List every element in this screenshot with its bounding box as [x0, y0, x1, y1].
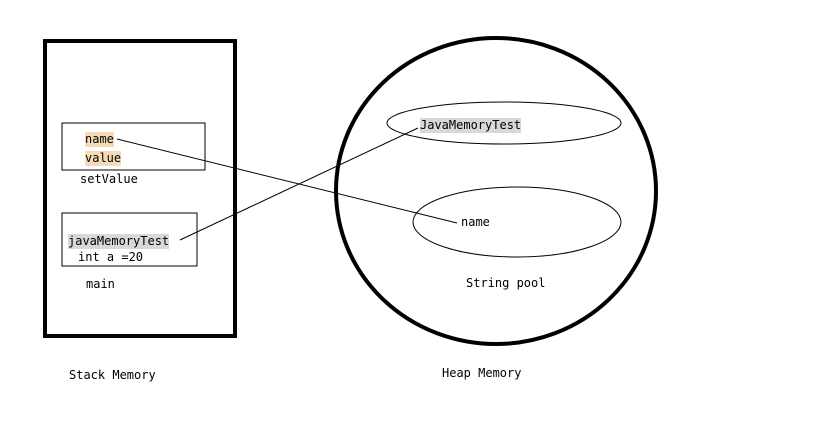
setvalue-frame-label: setValue [80, 172, 138, 186]
main-var-javamemorytest: javaMemoryTest [68, 234, 170, 249]
string-pool-ellipse [412, 186, 622, 258]
setvalue-frame-box [61, 122, 206, 171]
main-frame-label: main [86, 277, 115, 291]
reference-arrow-name [116, 138, 458, 224]
setvalue-var-value: value [85, 151, 122, 166]
heap-object-javamemorytest: JavaMemoryTest [420, 118, 522, 133]
setvalue-var-name: name [85, 132, 114, 147]
stack-memory-box [43, 39, 237, 338]
string-pool-entry-name: name [461, 215, 490, 229]
stack-memory-label: Stack Memory [69, 368, 156, 382]
reference-arrow-javamemorytest [179, 127, 419, 241]
string-pool-label: String pool [466, 276, 546, 290]
object-ellipse [386, 101, 622, 145]
heap-memory-label: Heap Memory [442, 366, 522, 380]
main-frame-box [61, 212, 198, 267]
heap-memory-circle [334, 36, 658, 346]
main-var-int-a: int a =20 [78, 250, 144, 264]
